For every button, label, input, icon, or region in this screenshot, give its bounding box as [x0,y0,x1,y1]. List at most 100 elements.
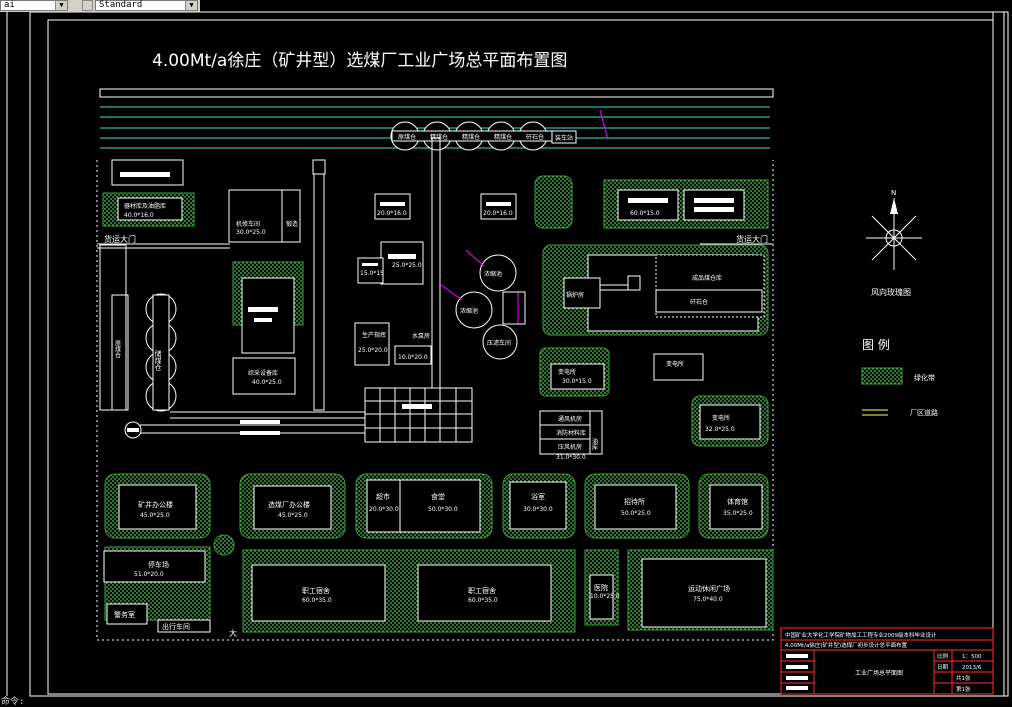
thickener-1[interactable] [479,254,517,292]
wind-rose-label: 风向玫瑰图 [871,287,911,297]
chevron-down-icon[interactable]: ▼ [55,1,67,10]
gate-right: 货运大门 [736,234,768,244]
storage-building[interactable] [117,197,183,221]
svg-text:35.0*25.0: 35.0*25.0 [723,510,753,517]
svg-text:装车站: 装车站 [555,134,573,142]
svg-text:60.0*15.0: 60.0*15.0 [630,210,660,217]
svg-text:成品煤仓库: 成品煤仓库 [692,274,722,282]
layer-combo[interactable]: ai ▼ [0,0,68,11]
svg-text:15.0*15: 15.0*15 [360,270,384,277]
dorm-1[interactable] [251,564,386,622]
utility-block[interactable] [539,410,603,455]
thickener-3[interactable] [482,324,518,360]
thickener-2[interactable] [455,291,493,329]
svg-text:通风机房: 通风机房 [558,415,582,423]
svg-text:运动休闲广场: 运动休闲广场 [688,584,730,593]
rail-fence [99,88,774,98]
svg-text:机修车间: 机修车间 [236,220,260,228]
building-c[interactable] [380,241,424,285]
prod-center[interactable] [354,322,390,366]
svg-text:40.0*16.0: 40.0*16.0 [124,212,154,219]
svg-text:招待所: 招待所 [624,497,645,506]
building-60x15[interactable] [617,189,679,221]
chevron-down-icon[interactable]: ▼ [185,1,197,10]
plant-office[interactable] [253,485,332,530]
svg-text:职工宿舍: 职工宿舍 [468,586,496,595]
gate-left: 货运大门 [104,234,136,244]
command-line[interactable]: 命令: [0,697,1012,707]
svg-text:30.0*25.0: 30.0*25.0 [236,229,266,236]
svg-text:日期: 日期 [937,664,949,671]
coal-bin-group[interactable] [152,294,170,411]
hostel[interactable] [594,484,677,530]
svg-text:矸石仓: 矸石仓 [526,133,544,141]
title-block-drawing-name: 工业广场总平面图 [855,669,903,677]
loading-silo-row: 原煤仓 精煤仓 精煤仓 精煤仓 矸石仓 装车站 [390,121,577,151]
water-house[interactable] [394,345,432,365]
storage-label: 器材库及油脂库 [124,202,166,210]
machine-shop[interactable] [228,189,301,243]
svg-text:共1张: 共1张 [956,674,971,682]
svg-text:停车场: 停车场 [148,560,169,569]
building-a[interactable] [374,193,411,220]
svg-text:30.0*15.0: 30.0*15.0 [562,378,592,385]
legend-green-swatch [861,367,903,385]
gym[interactable] [709,484,763,530]
sports-plaza[interactable] [641,558,767,628]
svg-text:75.0*40.0: 75.0*40.0 [693,596,723,603]
wash-plant[interactable] [241,277,295,354]
svg-text:20.0*16.0: 20.0*16.0 [483,210,513,217]
dorm-2[interactable] [417,564,552,622]
main-gate: 大 [229,628,237,638]
svg-text:变电所: 变电所 [712,414,730,422]
svg-text:压风机房: 压风机房 [558,443,582,451]
svg-text:51.0*20.0: 51.0*20.0 [134,571,164,578]
small-gate: 出行车间 [162,622,190,631]
svg-text:精煤仓: 精煤仓 [494,133,512,141]
boiler-house[interactable] [653,353,704,381]
svg-text:职工宿舍: 职工宿舍 [302,586,330,595]
svg-text:生产指挥: 生产指挥 [362,331,386,339]
main-workshop[interactable] [232,357,296,395]
svg-text:矿井办公楼: 矿井办公楼 [138,500,173,509]
svg-text:变电所: 变电所 [558,368,576,376]
svg-text:锅炉房: 锅炉房 [566,291,584,299]
svg-text:第1张: 第1张 [956,685,971,693]
svg-text:原煤仓: 原煤仓 [114,340,121,358]
svg-text:31.0*30.0: 31.0*30.0 [556,454,586,461]
svg-text:25.0*20.0: 25.0*20.0 [358,347,388,354]
conveyor-center [431,137,441,389]
svg-text:消防材料库: 消防材料库 [556,429,586,437]
svg-text:50.0*25.0: 50.0*25.0 [621,510,651,517]
conveyor-left [313,159,325,411]
svg-text:精煤仓: 精煤仓 [462,133,480,141]
building-b[interactable] [480,193,517,220]
text-style-combo[interactable]: Standard ▼ [95,0,198,11]
svg-text:20.0*30.0: 20.0*30.0 [369,506,399,513]
svg-text:10.0*20.0: 10.0*20.0 [398,354,428,361]
title-block-line2: 4.00Mt/a徐庄(矿井型)选煤厂初步设计总平面布置 [785,641,908,649]
svg-text:40.0*25.0: 40.0*25.0 [252,379,282,386]
text-style-icon[interactable] [82,0,93,11]
mine-office[interactable] [118,484,197,530]
svg-text:20.0*16.0: 20.0*16.0 [377,210,407,217]
bathhouse[interactable] [509,481,567,530]
garage[interactable] [103,550,206,583]
svg-text:原煤仓: 原煤仓 [398,133,416,141]
svg-text:浓缩池: 浓缩池 [460,307,478,315]
north-label: N [891,189,896,197]
svg-text:食堂: 食堂 [431,492,445,501]
substation-building[interactable] [699,404,761,440]
svg-text:锻造: 锻造 [286,220,298,228]
clinic[interactable] [589,574,614,620]
main-plant-grid[interactable] [364,387,473,443]
svg-text:变电所: 变电所 [666,360,684,368]
guard-house[interactable] [106,603,148,625]
station-building[interactable] [550,363,605,390]
svg-text:50.0*30.0: 50.0*30.0 [428,506,458,513]
canteen[interactable] [366,479,481,533]
svg-text:浴室: 浴室 [531,492,545,501]
title-block-line1: 中国矿业大学化工学院矿物加工工程专业2009级本科毕业设计 [785,631,937,639]
svg-text:厂区道路: 厂区道路 [910,408,938,417]
